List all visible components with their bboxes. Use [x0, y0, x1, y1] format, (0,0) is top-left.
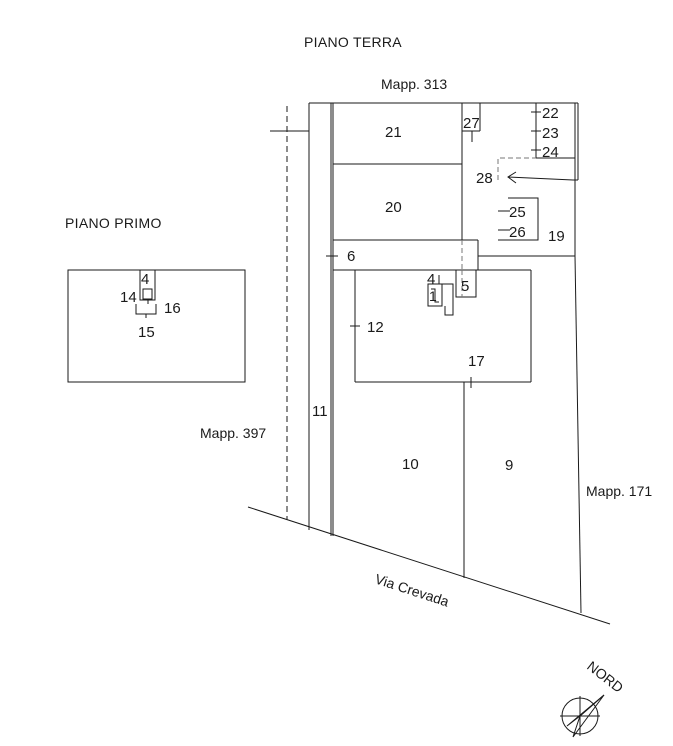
unit-16-label: 16	[164, 300, 181, 317]
street-edge	[247, 506, 611, 625]
unit-26-label: 26	[509, 224, 526, 241]
unit-20-label: 20	[385, 199, 402, 216]
unit-21-label: 21	[385, 124, 402, 141]
unit-14-label: 14	[120, 289, 137, 306]
unit-22-label: 22	[542, 105, 559, 122]
unit-10-label: 10	[402, 456, 419, 473]
parcel-north-label: Mapp. 313	[381, 76, 447, 92]
unit-1-label: 1	[429, 288, 437, 304]
unit-5-label: 5	[461, 278, 469, 295]
first-floor-heading: PIANO PRIMO	[65, 215, 162, 231]
unit-27-room	[462, 103, 481, 142]
unit-24-label: 24	[542, 144, 559, 161]
unit-17-label: 17	[468, 353, 485, 370]
unit-23-label: 23	[542, 125, 559, 142]
units-25-26-box	[498, 197, 539, 241]
street-name: Via Crevada	[373, 571, 451, 610]
units-12-17-block	[350, 270, 532, 388]
ground-floor-heading: PIANO TERRA	[304, 34, 402, 50]
unit-19-label: 19	[548, 228, 565, 245]
first-floor-plan	[67, 269, 246, 383]
unit-9-label: 9	[505, 457, 513, 474]
unit-5-and-stair	[427, 270, 477, 316]
unit-12-label: 12	[367, 319, 384, 336]
unit-28-dashed-area	[497, 157, 578, 184]
unit-4-first-floor-label: 4	[141, 271, 149, 288]
parcel-west-label: Mapp. 397	[200, 425, 266, 441]
unit-11-label: 11	[312, 403, 328, 420]
unit-25-label: 25	[509, 204, 526, 221]
unit-11-corridor	[308, 103, 334, 536]
compass-north-label: NORD	[584, 658, 626, 696]
ground-floor-perimeter	[309, 102, 582, 614]
unit-6-label: 6	[347, 248, 355, 265]
unit-27-label: 27	[463, 115, 480, 132]
unit-28-label: 28	[476, 170, 493, 187]
unit-15-label: 15	[138, 324, 155, 341]
unit-19-and-strip-6	[326, 240, 575, 271]
north-compass: NORD	[560, 658, 626, 738]
unit-4-ground-floor-label: 4	[427, 271, 435, 288]
parcel-east-label: Mapp. 171	[586, 483, 652, 499]
units-22-24-stack	[531, 103, 575, 159]
units-21-20	[333, 103, 478, 241]
